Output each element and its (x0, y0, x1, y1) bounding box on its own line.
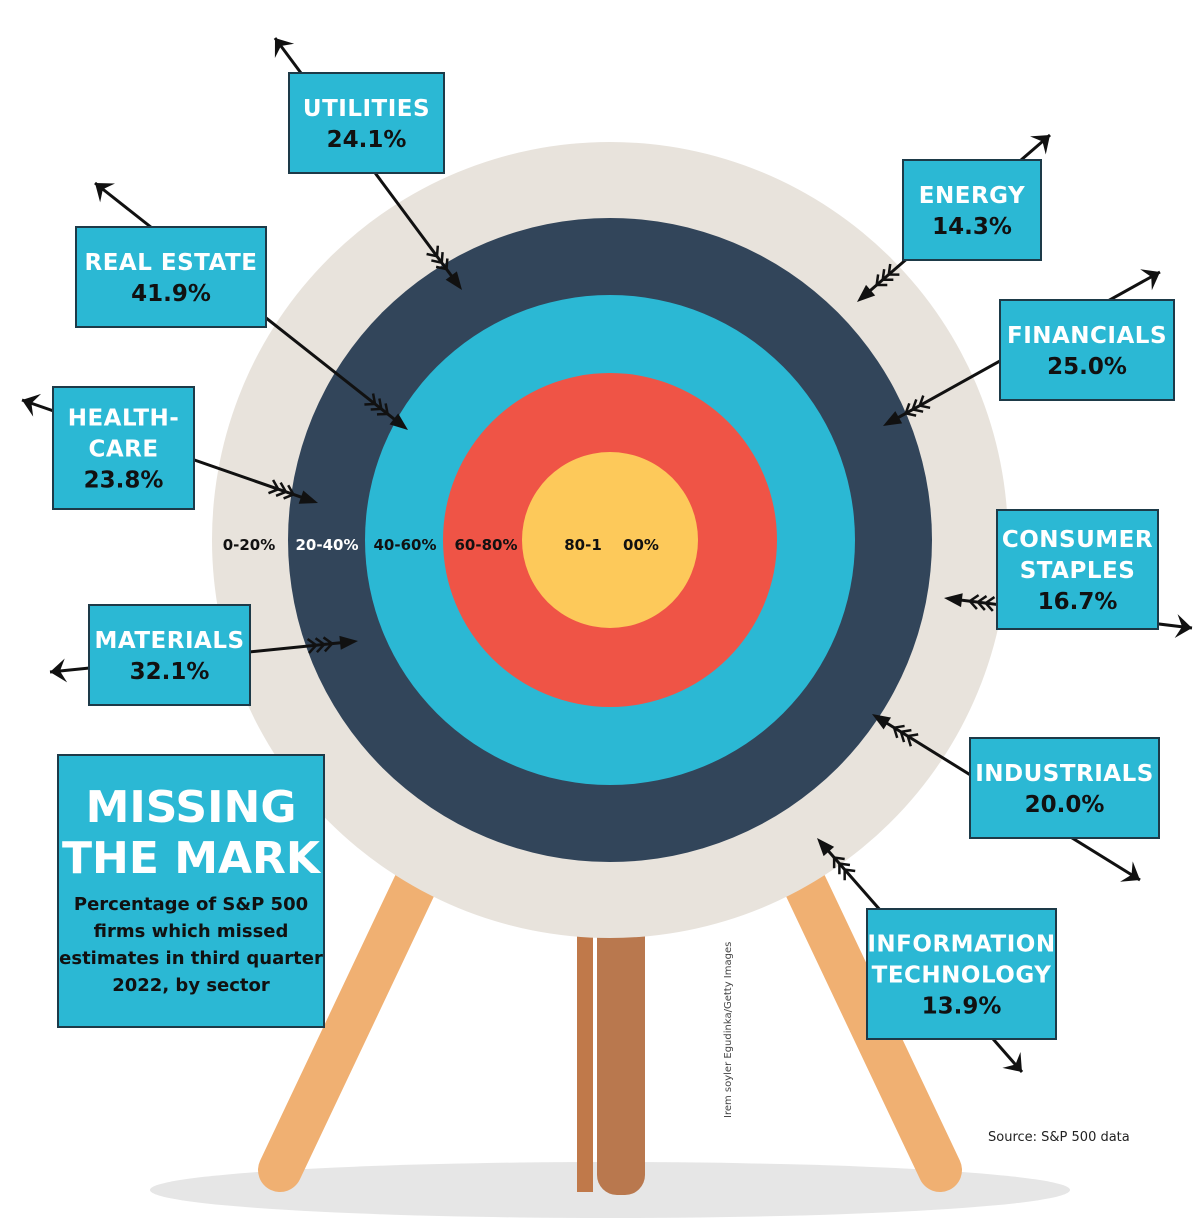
arrowhead-icon (857, 284, 876, 302)
arrow-tail-icon (1120, 861, 1140, 882)
sector-box: UTILITIES 24.1% (288, 72, 445, 174)
sector-box: ENERGY 14.3% (902, 159, 1042, 261)
sector-value: 14.3% (932, 214, 1012, 240)
source-note: Source: S&P 500 data (988, 1130, 1130, 1145)
arrow-tail-icon (1030, 135, 1050, 155)
sector-name: TECHNOLOGY (872, 963, 1052, 989)
title-line-1: MISSING (86, 782, 297, 833)
subtitle-line: 2022, by sector (112, 975, 270, 996)
easel-center-post (597, 900, 645, 1195)
arrow-tail-icon (1174, 614, 1192, 638)
arrow-tail-icon (1002, 1052, 1022, 1072)
sector-name: CARE (88, 437, 158, 463)
subtitle-line: estimates in third quarter (59, 948, 323, 969)
ring-label: 0-20% (223, 536, 276, 554)
arrowhead-icon (817, 838, 835, 857)
target-ring-4 (522, 452, 698, 628)
sector-box: HEALTH- CARE 23.8% (52, 386, 195, 510)
arrowhead-icon (339, 635, 358, 650)
sector-box: REAL ESTATE 41.9% (75, 226, 267, 328)
sector-name: REAL ESTATE (85, 250, 258, 276)
sector-box: INDUSTRIALS 20.0% (969, 737, 1160, 839)
sector-value: 32.1% (130, 659, 210, 685)
easel-left-leg (258, 863, 437, 1192)
ring-label: 80-1 (564, 536, 602, 554)
arrow-tail-icon (95, 183, 115, 203)
sector-labels: UTILITIES 24.1% ENERGY 14.3% REAL ESTATE 41.9… (52, 72, 1175, 1040)
sector-name: STAPLES (1020, 558, 1136, 584)
easel-back-post (577, 900, 593, 1192)
subtitle-line: Percentage of S&P 500 (74, 894, 308, 915)
ring-labels: 0-20% 20-40% 40-60% 60-80% 80-1 00% (223, 536, 659, 554)
arrowhead-icon (445, 271, 462, 290)
ring-label: 20-40% (295, 536, 358, 554)
arrow-tail-icon (50, 658, 68, 683)
arrowhead-icon (944, 593, 963, 608)
title-box: MISSING THE MARK Percentage of S&P 500 fi… (57, 754, 325, 1028)
ring-label: 40-60% (373, 536, 436, 554)
sector-value: 41.9% (131, 281, 211, 307)
sector-value: 13.9% (922, 994, 1002, 1020)
sector-name: INFORMATION (867, 932, 1055, 958)
sector-value: 25.0% (1047, 354, 1127, 380)
sector-name: FINANCIALS (1007, 323, 1167, 349)
ring-label: 60-80% (454, 536, 517, 554)
sector-box: MATERIALS 32.1% (88, 604, 251, 706)
arrow-tail-icon (1140, 269, 1160, 291)
arrowhead-icon (883, 411, 903, 426)
sector-box: INFORMATION TECHNOLOGY 13.9% (866, 908, 1057, 1040)
photo-credit: Irem soyler Egudinka/Getty Images (723, 942, 734, 1118)
title-line-2: THE MARK (62, 833, 322, 884)
sector-value: 24.1% (327, 127, 407, 153)
arrow-tail-icon (274, 38, 295, 58)
sector-value: 16.7% (1038, 589, 1118, 615)
sector-box: FINANCIALS 25.0% (999, 299, 1175, 401)
sector-name: INDUSTRIALS (975, 761, 1154, 787)
sector-name: HEALTH- (68, 406, 180, 432)
sector-value: 20.0% (1025, 792, 1105, 818)
target-rings (212, 142, 1008, 938)
ring-label: 00% (623, 536, 659, 554)
sector-box: CONSUMER STAPLES 16.7% (996, 509, 1159, 630)
sector-value: 23.8% (84, 468, 164, 494)
arrowhead-icon (298, 490, 318, 504)
arrow-tail-icon (22, 393, 42, 417)
arrowhead-icon (389, 413, 408, 430)
subtitle-line: firms which missed (94, 921, 289, 942)
sector-name: MATERIALS (94, 628, 244, 654)
arrowhead-icon (872, 714, 891, 730)
sector-name: ENERGY (919, 183, 1025, 209)
sector-name: CONSUMER (1002, 527, 1153, 553)
sector-name: UTILITIES (303, 96, 430, 122)
